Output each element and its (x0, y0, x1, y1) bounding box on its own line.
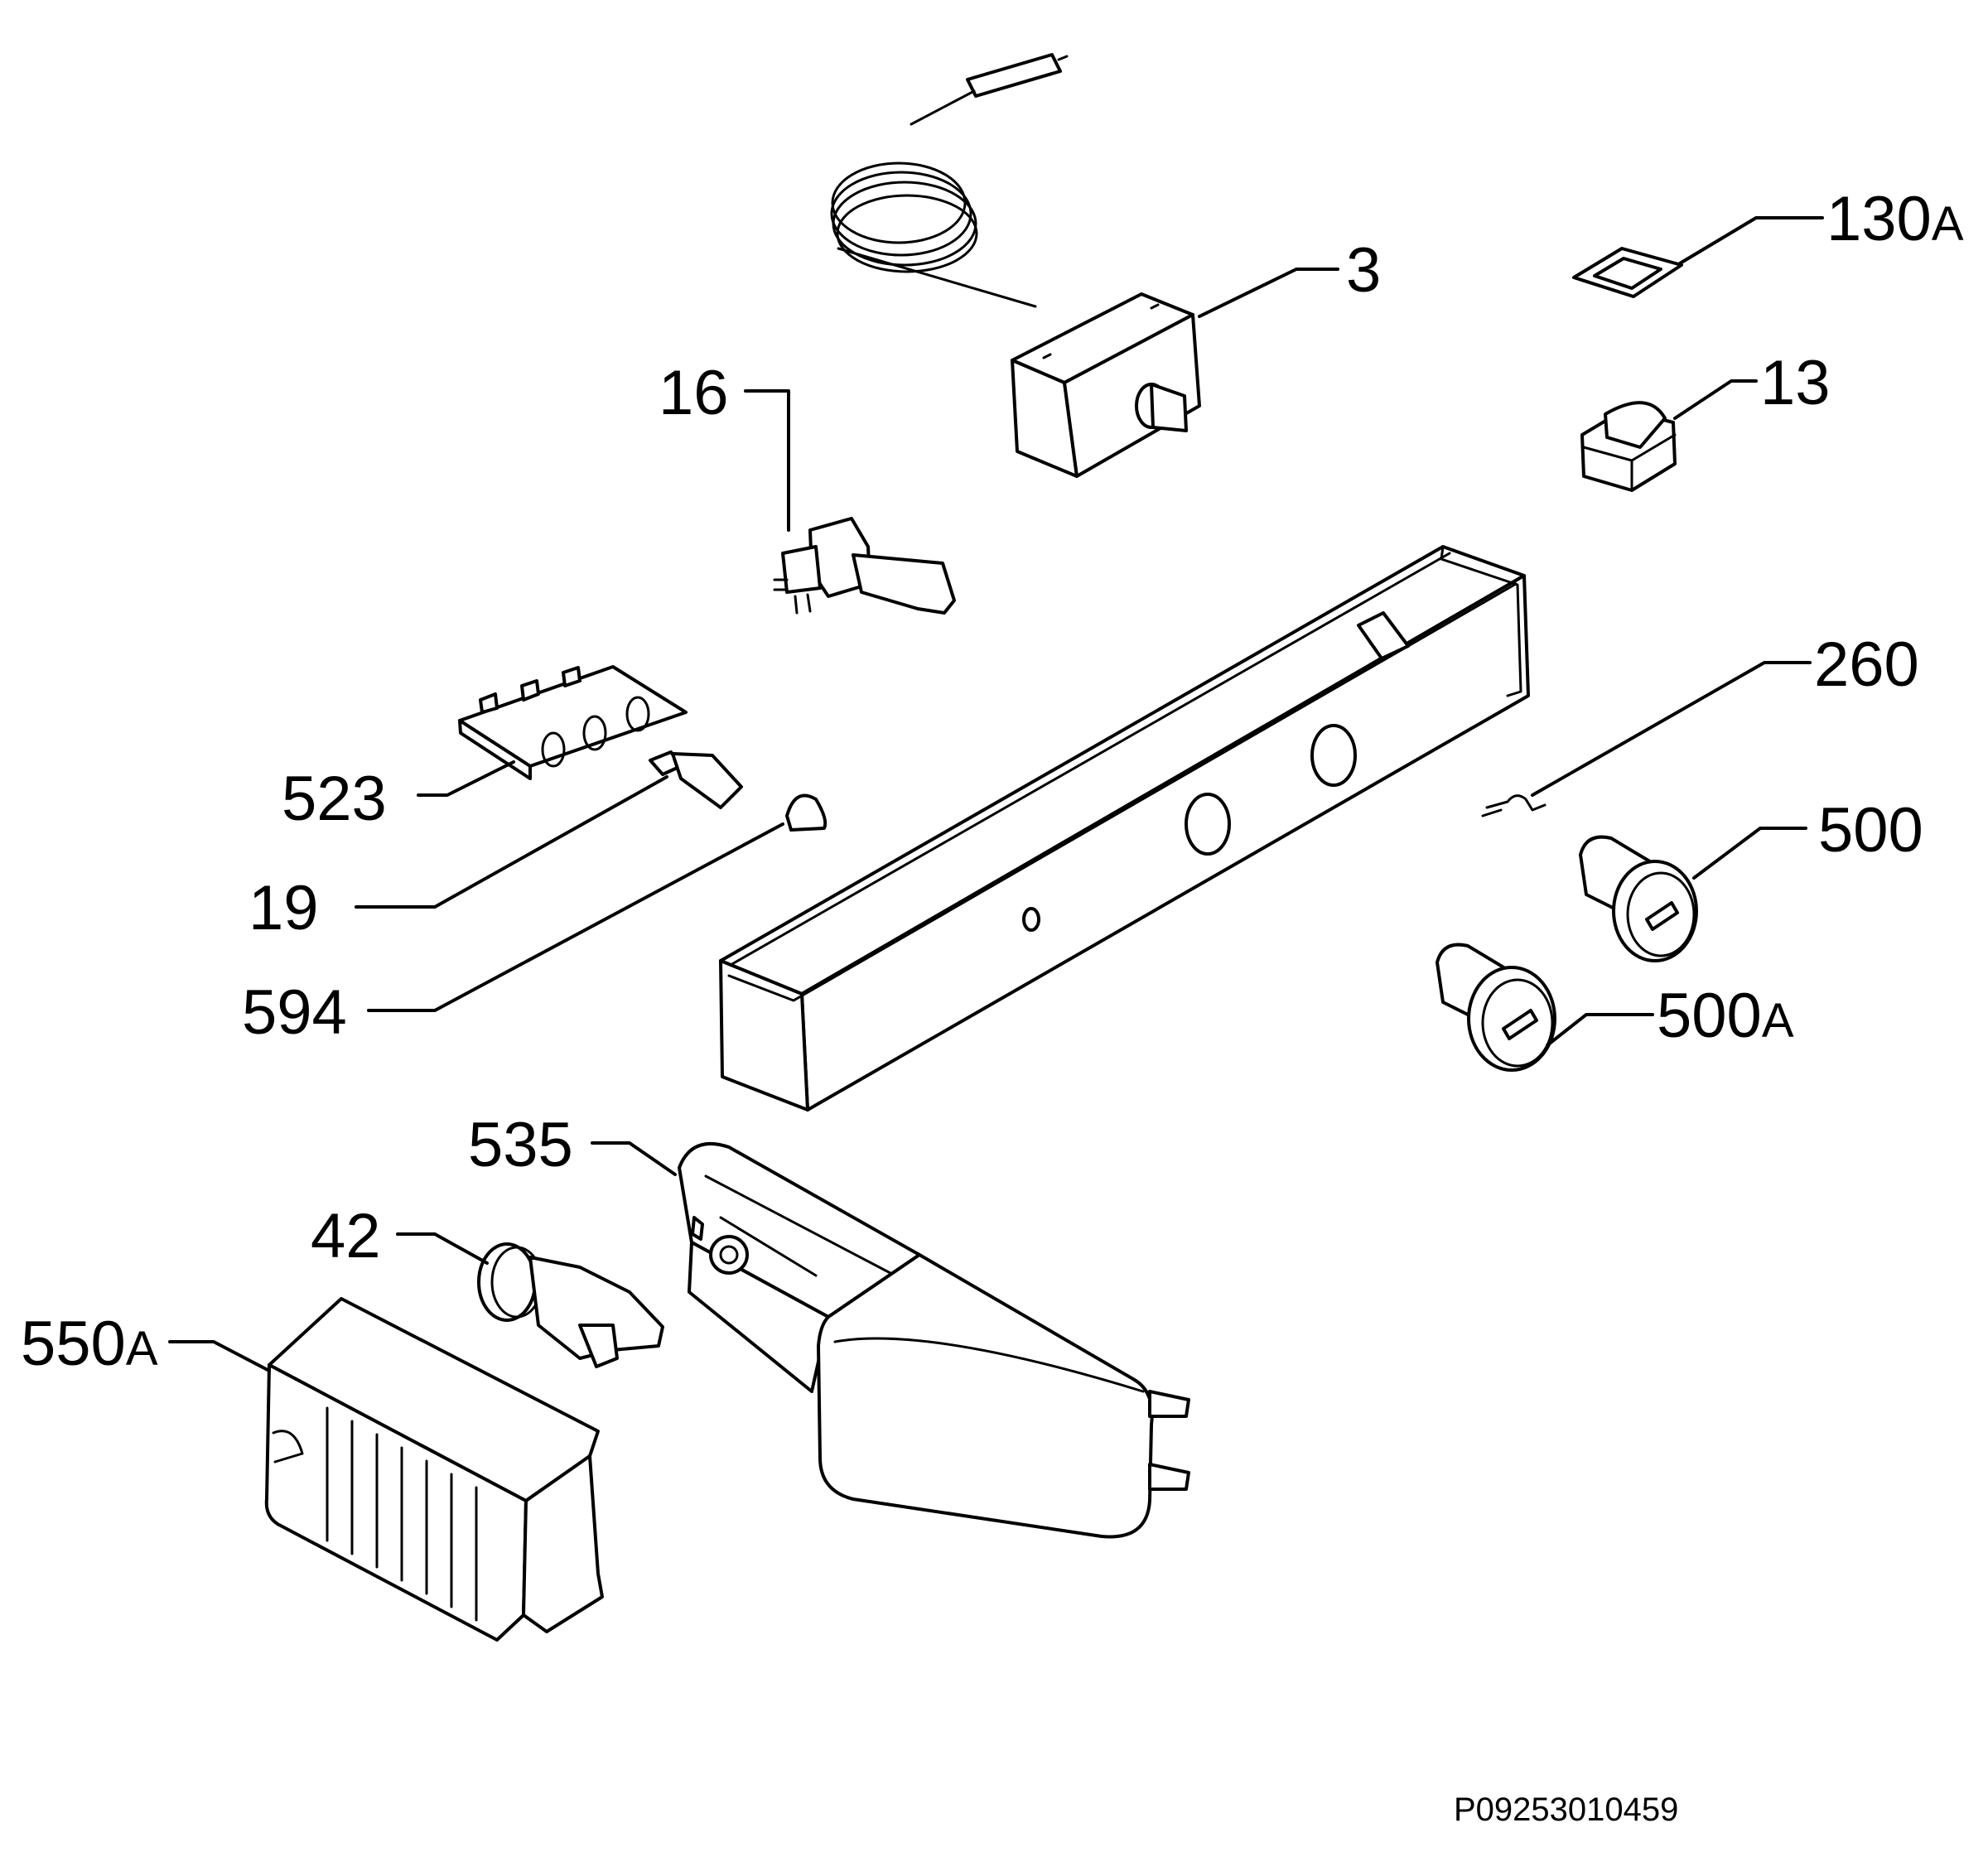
part-535-lamp-cover (678, 1141, 1190, 1539)
callout-523: 523 (282, 764, 387, 834)
leader-16 (744, 389, 790, 532)
leader-500a (1546, 1013, 1654, 1047)
leader-13 (1673, 379, 1758, 420)
callout-130a: 130A (1826, 184, 1964, 254)
drawing-code: P09253010459 (1454, 1791, 1678, 1828)
callout-550a: 550A (21, 1309, 158, 1379)
callout-500a: 500A (1657, 981, 1794, 1051)
leader-550a (168, 1340, 271, 1372)
callout-19: 19 (248, 873, 319, 943)
callout-16: 16 (659, 358, 729, 428)
part-130a-gasket (1572, 247, 1683, 298)
leader-3 (1198, 268, 1339, 318)
leader-535 (591, 1141, 677, 1176)
callout-260: 260 (1814, 629, 1919, 700)
callout-594: 594 (242, 977, 347, 1048)
callout-500: 500 (1818, 795, 1923, 866)
leader-260 (1531, 661, 1812, 797)
leader-130a (1678, 216, 1824, 265)
leader-594 (367, 822, 784, 1012)
part-42-lamp-socket (477, 1242, 664, 1368)
leader-523 (417, 760, 515, 797)
callout-13: 13 (1760, 348, 1831, 418)
leader-500 (1692, 827, 1807, 880)
part-500-knob (1579, 835, 1698, 962)
callout-535: 535 (468, 1110, 573, 1180)
part-550a-ribbed-cover (264, 1297, 604, 1642)
main-housing-bar (719, 545, 1530, 1112)
leader-lines (168, 216, 1824, 1372)
callout-3: 3 (1346, 235, 1381, 306)
part-16-switch (773, 517, 956, 615)
leader-42 (396, 1232, 489, 1265)
part-594-cap (785, 793, 828, 832)
part-13-rocker-switch (1580, 401, 1677, 492)
part-260-clip (1481, 794, 1546, 817)
callout-labels: 130A 3 16 13 260 523 500 19 594 500A 535… (21, 184, 1964, 1379)
part-3-thermostat (830, 53, 1201, 478)
leader-19 (355, 775, 668, 909)
part-500a-knob (1436, 943, 1556, 1072)
part-19-bulb (649, 750, 743, 809)
callout-42: 42 (311, 1201, 381, 1271)
